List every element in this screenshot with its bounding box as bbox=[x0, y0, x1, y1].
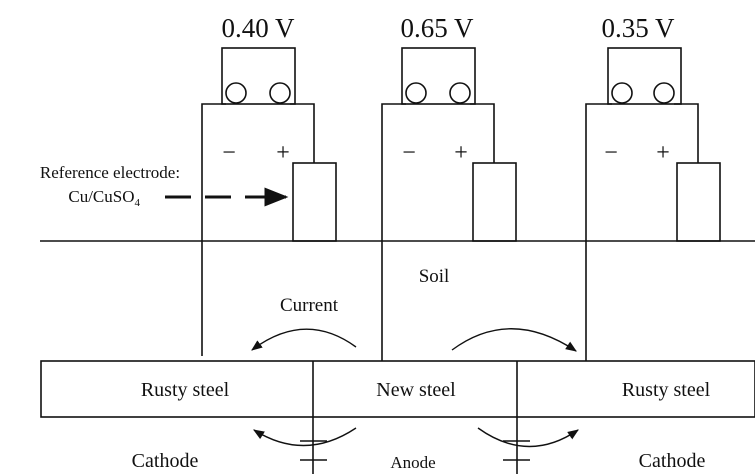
voltmeter-2-lead-plus bbox=[470, 103, 495, 163]
voltmeter-3-lead-minus bbox=[585, 103, 612, 361]
reference-electrode-2 bbox=[472, 162, 517, 242]
reference-electrode-formula: Cu/CuSO4 bbox=[68, 187, 140, 209]
pipe-segment-right-label: Rusty steel bbox=[622, 379, 711, 401]
lower-current-arrow-right bbox=[477, 427, 579, 448]
voltmeter-3-plus-sign: + bbox=[656, 140, 670, 166]
voltmeter-2-minus-sign: − bbox=[402, 140, 416, 166]
voltmeter-1: 0.40 V − + bbox=[201, 13, 337, 356]
voltmeter-1-terminal-minus bbox=[225, 82, 247, 104]
voltmeter-2-body bbox=[401, 47, 476, 105]
voltmeter-3-minus-sign: − bbox=[604, 140, 618, 166]
reference-electrode-3 bbox=[676, 162, 721, 242]
voltmeter-1-plus-sign: + bbox=[276, 140, 290, 166]
soil-label: Soil bbox=[419, 266, 450, 287]
voltmeter-2-terminal-plus bbox=[449, 82, 471, 104]
voltmeter-3: 0.35 V − + bbox=[585, 13, 721, 361]
cathode-right-label: Cathode bbox=[639, 450, 706, 472]
voltmeter-1-minus-sign: − bbox=[222, 140, 236, 166]
voltmeter-1-terminal-plus bbox=[269, 82, 291, 104]
voltmeter-3-reading: 0.35 V bbox=[601, 13, 675, 43]
voltmeter-2-lead-minus bbox=[381, 103, 406, 361]
voltmeter-2-plus-sign: + bbox=[454, 140, 468, 166]
reference-electrode-label: Reference electrode: bbox=[40, 163, 180, 182]
voltmeter-3-body bbox=[607, 47, 682, 105]
reference-electrode-1 bbox=[292, 162, 337, 242]
voltmeter-2-reading: 0.65 V bbox=[400, 13, 474, 43]
pipe-outline bbox=[40, 360, 755, 418]
pipe-segment-left-label: Rusty steel bbox=[141, 379, 230, 401]
pipe-segment-middle-label: New steel bbox=[376, 379, 456, 401]
voltmeter-3-terminal-minus bbox=[611, 82, 633, 104]
voltmeter-1-reading: 0.40 V bbox=[221, 13, 295, 43]
current-arrow-left bbox=[251, 328, 357, 351]
lower-current-arrow-left bbox=[253, 427, 357, 447]
cathode-left-label: Cathode bbox=[132, 450, 199, 472]
voltmeter-3-terminal-plus bbox=[653, 82, 675, 104]
voltmeter-2-terminal-minus bbox=[405, 82, 427, 104]
voltmeter-1-body bbox=[221, 47, 296, 105]
pipe: Rusty steel New steel Rusty steel bbox=[40, 360, 755, 418]
reference-electrode-formula-subscript: 4 bbox=[135, 197, 141, 209]
voltmeter-3-lead-plus bbox=[674, 103, 699, 163]
current-label: Current bbox=[280, 295, 339, 316]
current-arrow-right bbox=[451, 328, 577, 352]
voltmeter-2: 0.65 V − + bbox=[381, 13, 517, 361]
anode-label: Anode bbox=[390, 453, 435, 472]
voltmeter-1-lead-minus bbox=[201, 103, 226, 356]
voltmeter-1-lead-plus bbox=[290, 103, 315, 163]
